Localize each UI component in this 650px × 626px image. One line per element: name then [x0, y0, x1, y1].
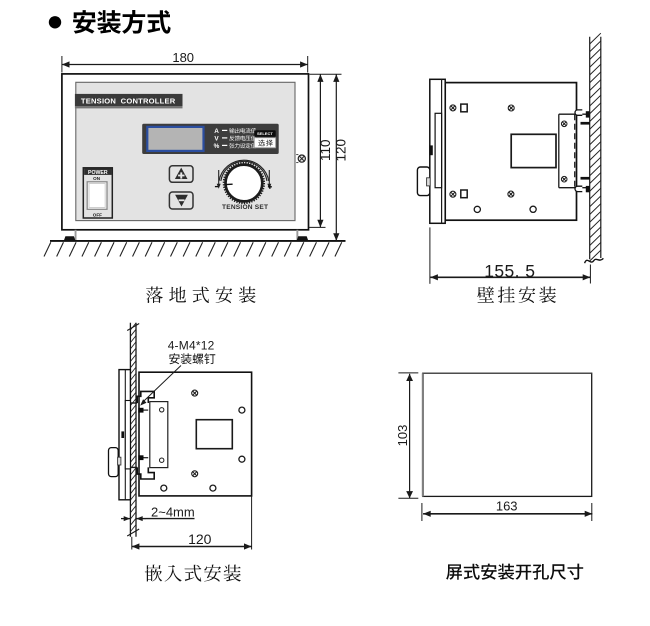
- svg-text:%: %: [214, 143, 220, 150]
- svg-text:180: 180: [172, 50, 194, 65]
- svg-text:A: A: [214, 128, 219, 135]
- svg-text:103: 103: [395, 425, 410, 447]
- svg-text:110: 110: [318, 139, 333, 161]
- svg-text:ON: ON: [93, 176, 101, 181]
- svg-text:120: 120: [334, 139, 349, 162]
- svg-text:TENSION CONTROLLER: TENSION CONTROLLER: [81, 96, 176, 105]
- svg-text:120: 120: [188, 531, 212, 547]
- svg-text:155. 5: 155. 5: [484, 261, 535, 281]
- svg-text:OFF: OFF: [93, 213, 102, 218]
- svg-text:163: 163: [496, 499, 518, 514]
- svg-text:SELECT: SELECT: [257, 131, 273, 136]
- svg-text:4-M4*12: 4-M4*12: [168, 338, 215, 352]
- svg-text:TENSION SET: TENSION SET: [222, 204, 268, 211]
- svg-text:POWER: POWER: [88, 170, 108, 176]
- svg-text:2~4mm: 2~4mm: [151, 505, 195, 520]
- svg-text:V: V: [214, 135, 219, 142]
